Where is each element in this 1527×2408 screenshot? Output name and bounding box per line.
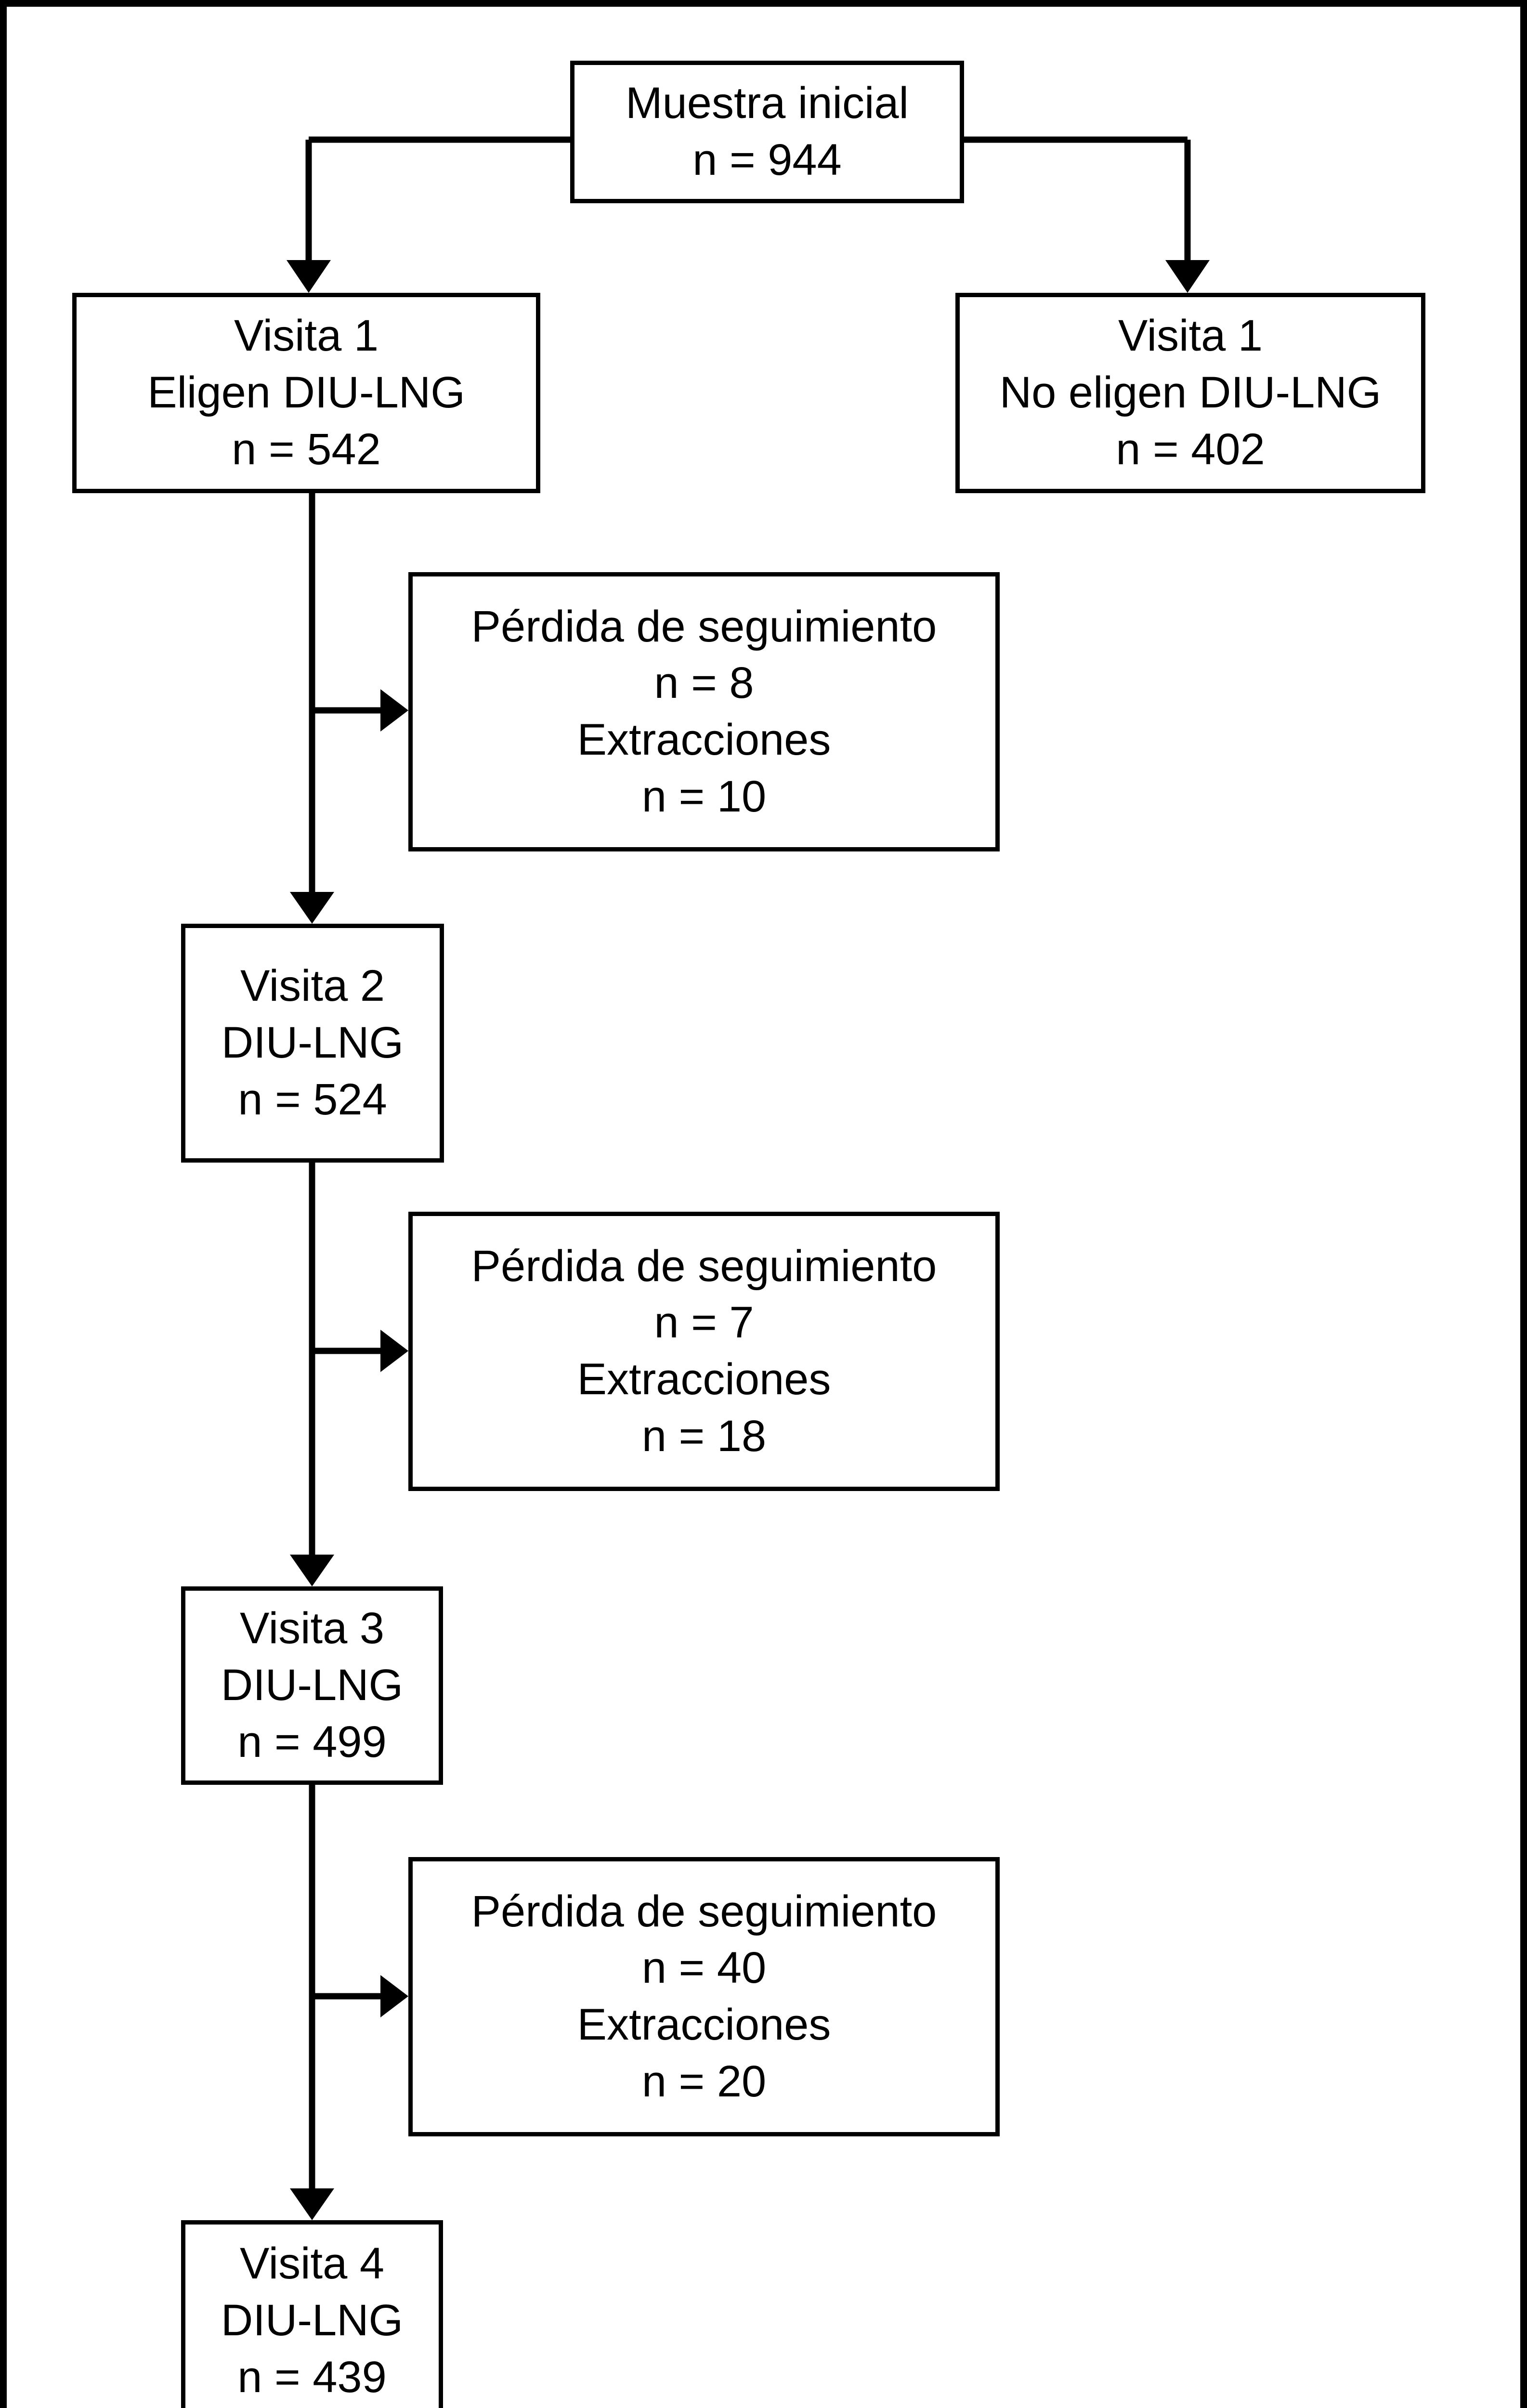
node-muestra-inicial: Muestra inicial n = 944 xyxy=(570,61,964,203)
node-visita1-eligen-line1: Visita 1 xyxy=(234,311,379,361)
node-visita1-eligen-line3: n = 542 xyxy=(232,424,381,474)
node-perdida-2-line1: Pérdida de seguimiento xyxy=(471,1241,937,1291)
node-visita3-line2: DIU-LNG xyxy=(221,1661,404,1710)
node-visita1-no-eligen-line1: Visita 1 xyxy=(1118,311,1263,361)
node-perdida-1-line4: n = 10 xyxy=(641,772,767,821)
node-perdida-1-line2: n = 8 xyxy=(654,658,754,708)
node-visita3-line3: n = 499 xyxy=(237,1717,387,1767)
node-visita3-line1: Visita 3 xyxy=(239,1604,385,1653)
node-visita2-line2: DIU-LNG xyxy=(221,1018,404,1068)
node-perdida-1-line1: Pérdida de seguimiento xyxy=(471,602,937,651)
node-perdida-seguimiento-3: Pérdida de seguimiento n = 40 Extraccion… xyxy=(408,1857,1000,2136)
node-visita4-line1: Visita 4 xyxy=(239,2239,385,2289)
node-visita1-eligen-line2: Eligen DIU-LNG xyxy=(147,368,465,418)
node-perdida-3-line2: n = 40 xyxy=(641,1943,767,1993)
node-visita2-line3: n = 524 xyxy=(238,1074,387,1124)
node-visita4-line2: DIU-LNG xyxy=(221,2296,404,2345)
node-visita1-no-eligen: Visita 1 No eligen DIU-LNG n = 402 xyxy=(955,293,1425,493)
node-visita1-no-eligen-line2: No eligen DIU-LNG xyxy=(999,368,1382,418)
node-muestra-inicial-line1: Muestra inicial xyxy=(626,79,909,128)
node-perdida-2-line4: n = 18 xyxy=(641,1411,767,1461)
node-visita3: Visita 3 DIU-LNG n = 499 xyxy=(181,1586,443,1785)
node-perdida-seguimiento-2: Pérdida de seguimiento n = 7 Extraccione… xyxy=(408,1212,1000,1491)
node-perdida-3-line3: Extracciones xyxy=(577,2000,831,2049)
node-perdida-3-line1: Pérdida de seguimiento xyxy=(471,1886,937,1936)
node-visita4: Visita 4 DIU-LNG n = 439 xyxy=(181,2220,443,2408)
node-perdida-2-line3: Extracciones xyxy=(577,1355,831,1404)
node-visita1-no-eligen-line3: n = 402 xyxy=(1116,424,1265,474)
node-visita4-line3: n = 439 xyxy=(237,2352,387,2402)
node-perdida-3-line4: n = 20 xyxy=(641,2056,767,2106)
node-perdida-2-line2: n = 7 xyxy=(654,1298,754,1348)
node-perdida-seguimiento-1: Pérdida de seguimiento n = 8 Extraccione… xyxy=(408,572,1000,851)
node-perdida-1-line3: Extracciones xyxy=(577,715,831,764)
node-muestra-inicial-line2: n = 944 xyxy=(692,135,842,184)
node-visita2-line1: Visita 2 xyxy=(240,961,385,1011)
node-visita2: Visita 2 DIU-LNG n = 524 xyxy=(181,924,444,1163)
node-visita1-eligen: Visita 1 Eligen DIU-LNG n = 542 xyxy=(72,293,540,493)
